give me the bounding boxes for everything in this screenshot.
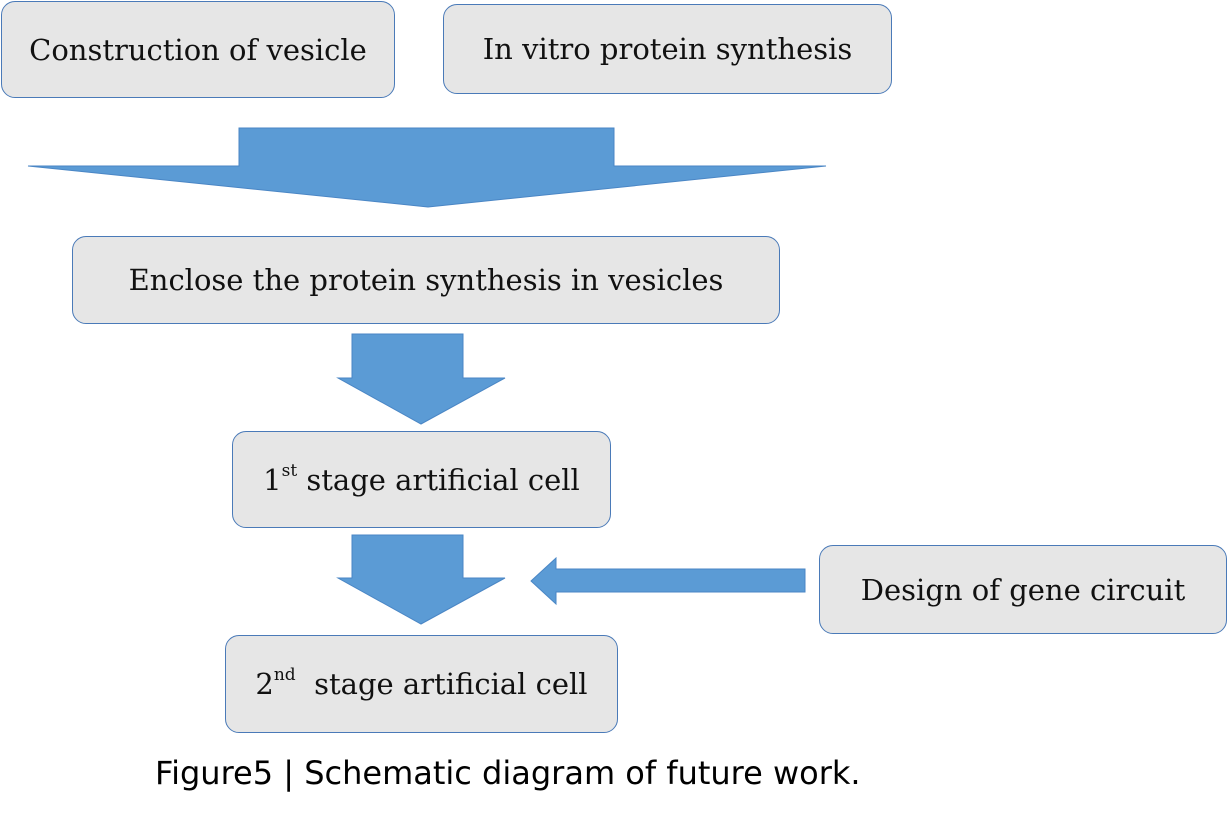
enclose-protein-synthesis-box: Enclose the protein synthesis in vesicle… <box>72 236 780 324</box>
second-stage-number: 2 <box>255 667 274 701</box>
figure-caption: Figure5 | Schematic diagram of future wo… <box>155 754 861 792</box>
first-stage-ordinal: st <box>281 460 298 481</box>
first-stage-artificial-cell-box: 1st stage artificial cell <box>232 431 611 528</box>
down-arrow-to-stage2 <box>336 534 506 625</box>
in-vitro-protein-synthesis-label: In vitro protein synthesis <box>482 32 853 66</box>
first-stage-text: stage artificial cell <box>297 462 580 497</box>
first-stage-number: 1 <box>263 462 282 497</box>
second-stage-text: stage artificial cell <box>295 667 588 701</box>
design-of-gene-circuit-box: Design of gene circuit <box>819 545 1227 634</box>
second-stage-artificial-cell-box: 2nd stage artificial cell <box>225 635 618 733</box>
enclose-protein-synthesis-label: Enclose the protein synthesis in vesicle… <box>128 263 724 297</box>
construction-of-vesicle-box: Construction of vesicle <box>1 1 395 98</box>
left-arrow-from-gene-circuit <box>530 556 806 606</box>
design-of-gene-circuit-label: Design of gene circuit <box>860 572 1186 607</box>
first-stage-label: 1st stage artificial cell <box>263 460 580 497</box>
merge-arrow <box>27 127 827 208</box>
second-stage-label: 2nd stage artificial cell <box>255 665 588 701</box>
down-arrow-to-stage1 <box>336 333 506 425</box>
second-stage-ordinal: nd <box>273 665 296 685</box>
in-vitro-protein-synthesis-box: In vitro protein synthesis <box>443 4 892 94</box>
construction-of-vesicle-label: Construction of vesicle <box>29 32 367 67</box>
